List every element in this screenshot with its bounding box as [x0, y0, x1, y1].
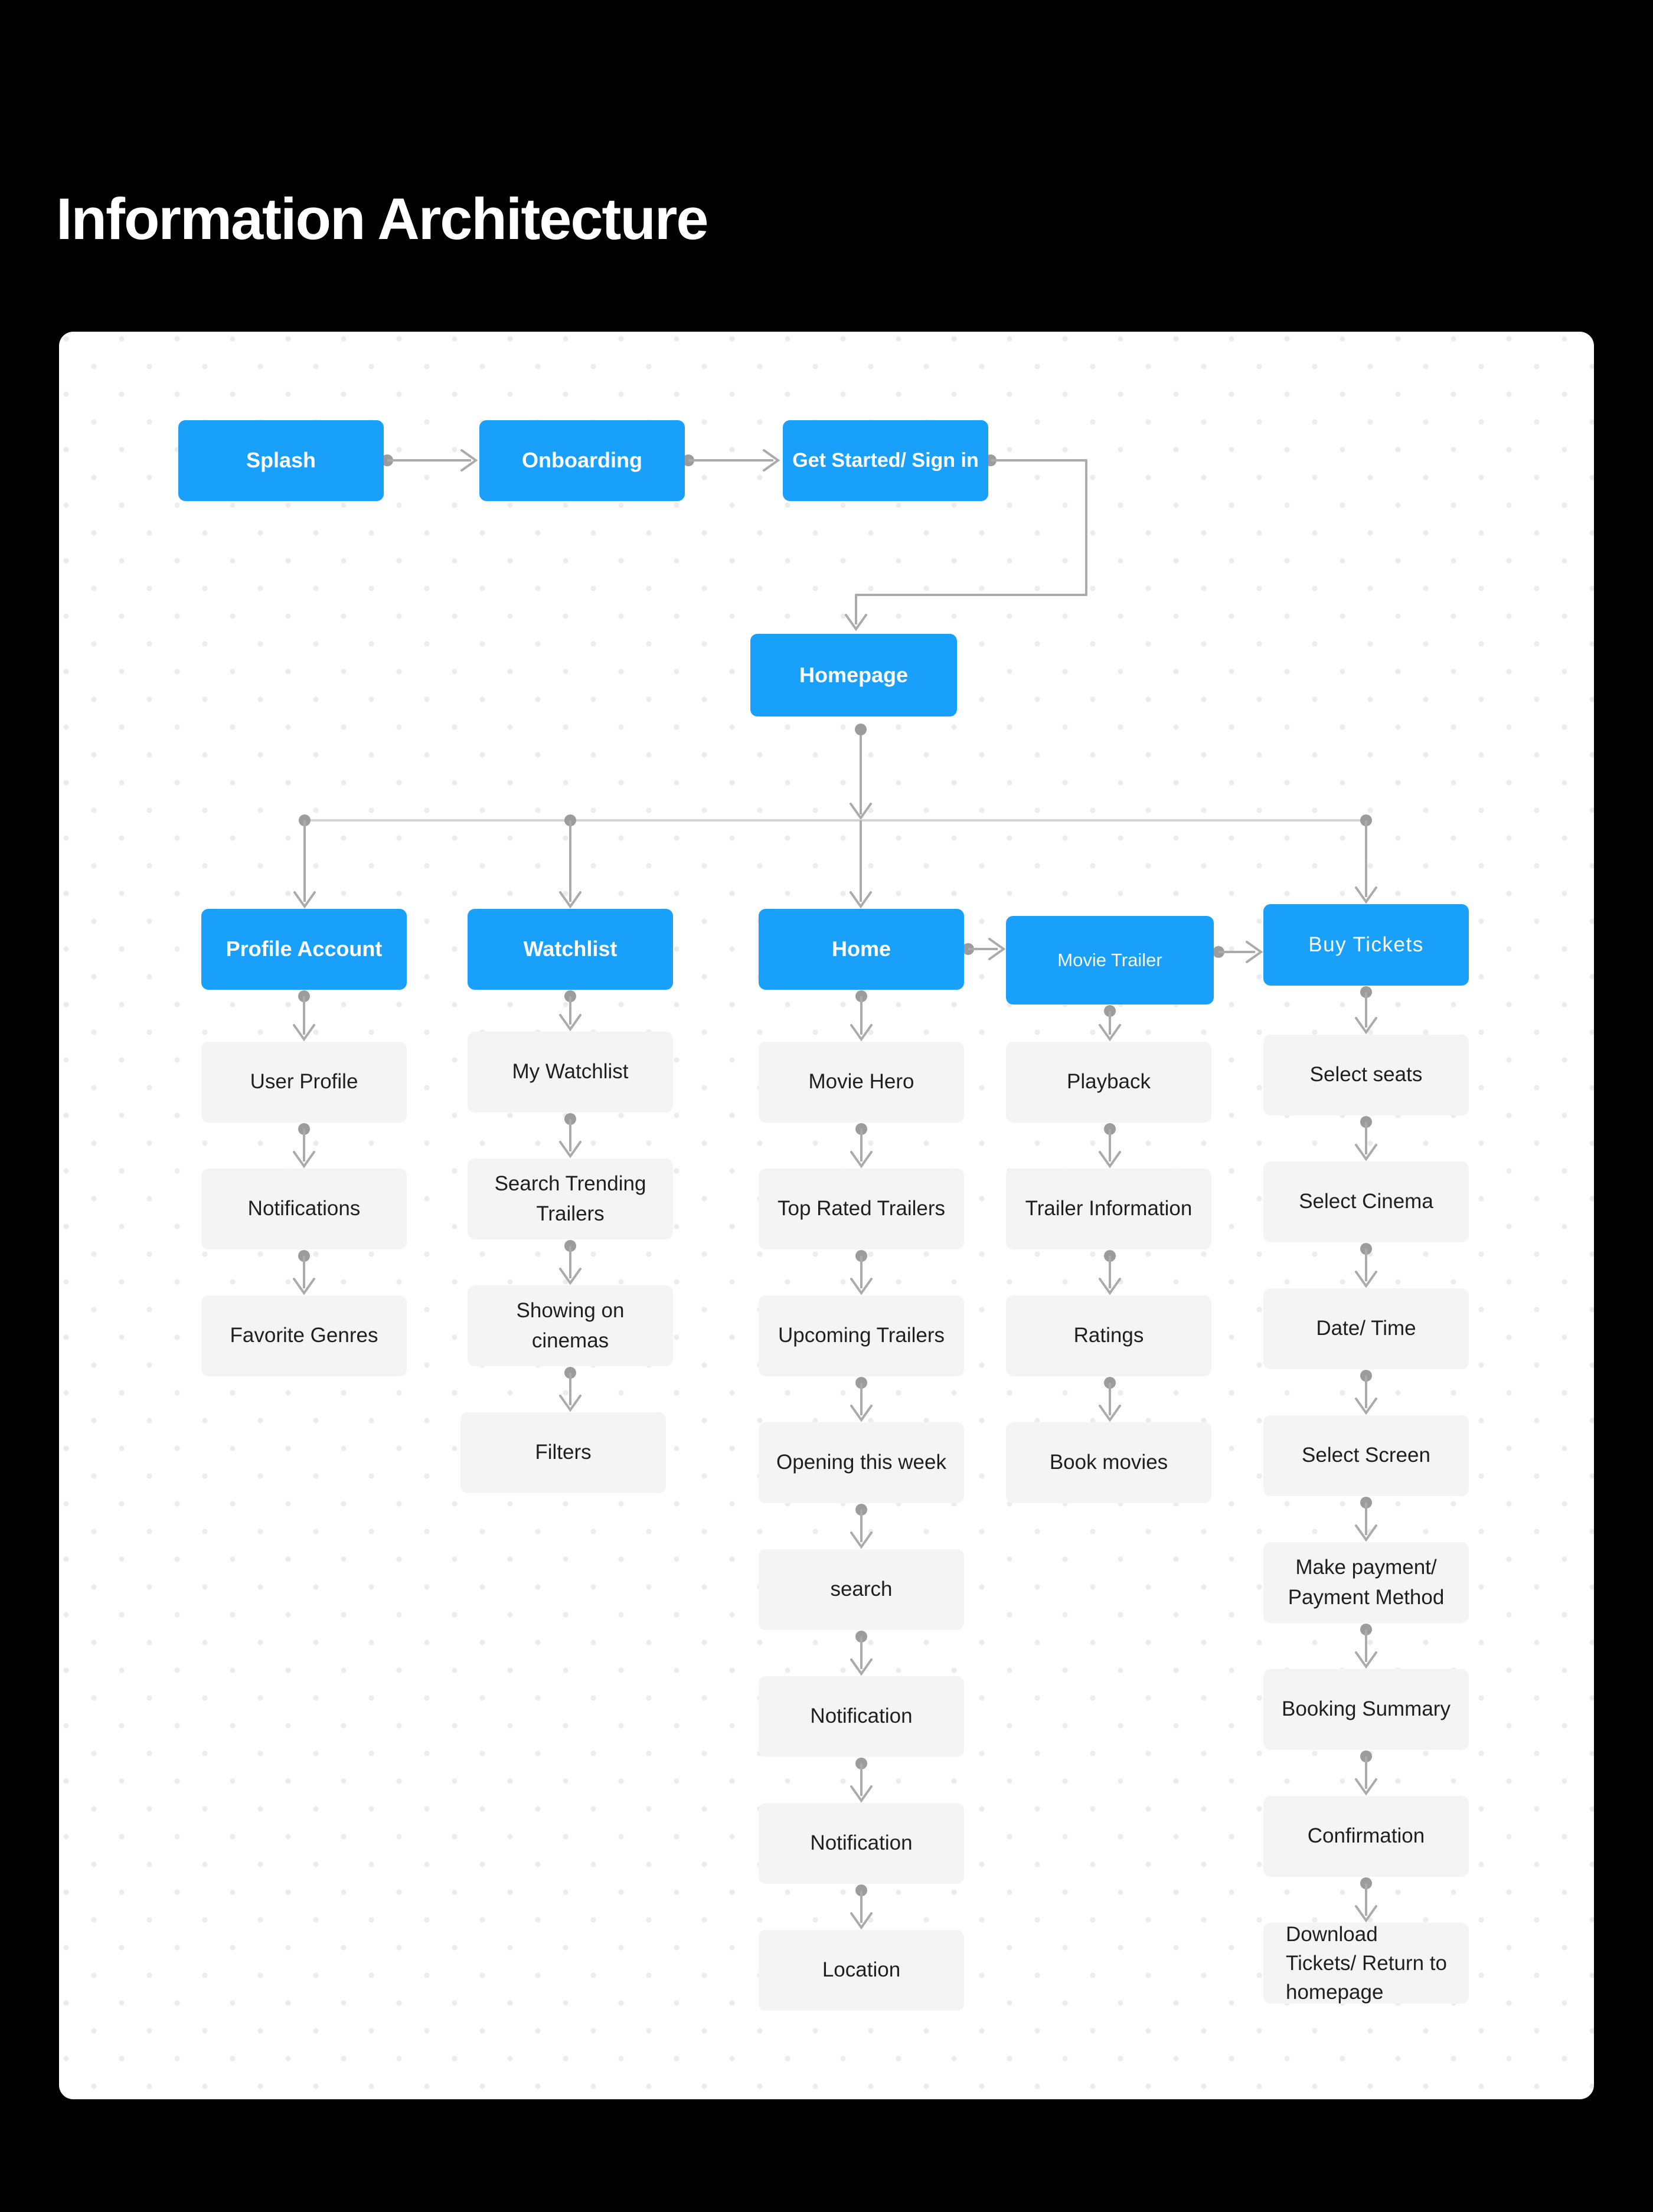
node-profile-account: Profile Account — [201, 909, 407, 990]
node-filters: Filters — [460, 1412, 666, 1493]
node-download-tickets-return: Download Tickets/ Return to homepage — [1263, 1923, 1469, 2004]
node-homepage: Homepage — [750, 634, 957, 716]
node-onboarding: Onboarding — [479, 420, 685, 501]
node-trailer-information: Trailer Information — [1006, 1169, 1211, 1249]
node-home: Home — [759, 909, 964, 990]
node-upcoming-trailers: Upcoming Trailers — [759, 1295, 964, 1376]
node-top-rated-trailers: Top Rated Trailers — [759, 1169, 964, 1249]
node-date-time: Date/ Time — [1263, 1288, 1469, 1369]
node-select-screen: Select Screen — [1263, 1415, 1469, 1496]
node-location: Location — [759, 1930, 964, 2011]
node-confirmation: Confirmation — [1263, 1796, 1469, 1877]
node-opening-this-week: Opening this week — [759, 1422, 964, 1503]
node-notification-2: Notification — [759, 1803, 964, 1884]
node-book-movies: Book movies — [1006, 1422, 1211, 1503]
node-buy-tickets: Buy Tickets — [1263, 904, 1469, 986]
node-user-profile: User Profile — [201, 1042, 407, 1123]
node-select-seats: Select seats — [1263, 1035, 1469, 1115]
node-notifications: Notifications — [201, 1169, 407, 1249]
node-my-watchlist: My Watchlist — [468, 1032, 673, 1112]
node-make-payment: Make payment/ Payment Method — [1263, 1542, 1469, 1623]
node-get-started-sign-in: Get Started/ Sign in — [783, 420, 988, 501]
node-playback: Playback — [1006, 1042, 1211, 1123]
node-search: search — [759, 1549, 964, 1630]
node-favorite-genres: Favorite Genres — [201, 1295, 407, 1376]
node-ratings: Ratings — [1006, 1295, 1211, 1376]
node-search-trending-trailers: Search Trending Trailers — [468, 1159, 673, 1239]
node-movie-hero: Movie Hero — [759, 1042, 964, 1123]
node-movie-trailer: Movie Trailer — [1006, 916, 1214, 1004]
node-select-cinema: Select Cinema — [1263, 1161, 1469, 1242]
node-showing-on-cinemas: Showing on cinemas — [468, 1285, 673, 1366]
node-watchlist: Watchlist — [468, 909, 673, 990]
page-title: Information Architecture — [56, 186, 708, 252]
node-notification-1: Notification — [759, 1676, 964, 1757]
node-splash: Splash — [178, 420, 384, 501]
node-booking-summary: Booking Summary — [1263, 1669, 1469, 1750]
